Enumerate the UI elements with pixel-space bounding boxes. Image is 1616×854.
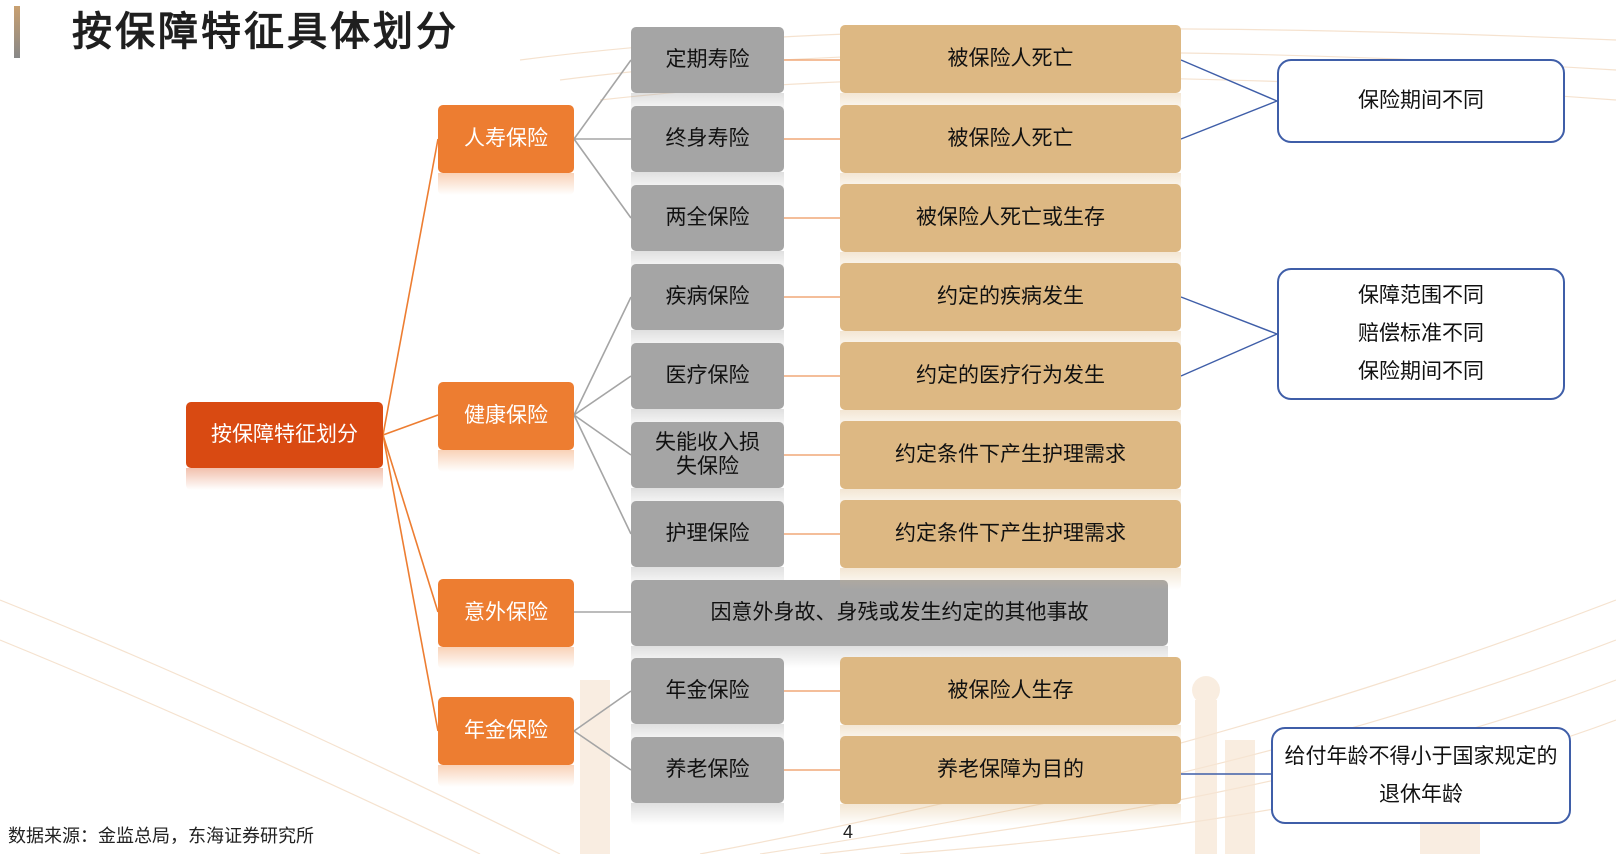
connector-root-health <box>382 414 439 436</box>
connector-annuity-annuity <box>573 690 632 732</box>
connector-health-care <box>573 414 632 535</box>
description-annuity: 被保险人生存 <box>840 657 1181 747</box>
root-label: 按保障特征划分 <box>211 423 358 446</box>
connector-health-medical <box>573 375 632 416</box>
product-long-term-care: 护理保险 <box>631 501 784 589</box>
product-disability-income: 失能收入损失保险 <box>631 422 784 510</box>
description-text: 养老保障为目的 <box>937 758 1084 781</box>
note-line: 保险期间不同 <box>1358 360 1484 383</box>
page-number: 4 <box>843 822 854 842</box>
connector-root-annuity <box>382 434 439 732</box>
description-text: 约定的医疗行为发生 <box>916 364 1105 387</box>
description-medical: 约定的医疗行为发生 <box>840 342 1181 432</box>
category-label: 意外保险 <box>464 601 548 624</box>
product-label: 定期寿险 <box>665 48 750 71</box>
connector-root-accident <box>382 434 439 613</box>
category-health-insurance: 健康保险 <box>438 382 574 472</box>
connector-note1-b <box>1180 100 1278 140</box>
product-label: 医疗保险 <box>665 364 750 387</box>
description-text: 约定条件下产生护理需求 <box>895 522 1126 545</box>
description-text: 被保险人生存 <box>947 679 1074 702</box>
product-pension: 养老保险 <box>631 737 784 825</box>
product-term-life: 定期寿险 <box>631 27 784 115</box>
product-annuity: 年金保险 <box>631 658 784 746</box>
product-disease: 疾病保险 <box>631 264 784 352</box>
connector-life-endowment <box>573 138 632 219</box>
note-line: 保障范围不同 <box>1358 284 1484 307</box>
note-line: 赔偿标准不同 <box>1358 322 1484 345</box>
note-health-differences: 保障范围不同 赔偿标准不同 保险期间不同 <box>1277 268 1565 400</box>
connector-life-term <box>573 59 632 140</box>
category-annuity-insurance: 年金保险 <box>438 697 574 787</box>
product-medical: 医疗保险 <box>631 343 784 431</box>
description-text: 被保险人死亡 <box>947 47 1074 70</box>
connector-health-disease <box>573 296 632 416</box>
title-accent-bar <box>14 6 20 58</box>
category-label: 健康保险 <box>464 404 548 427</box>
product-label: 终身寿险 <box>665 127 750 150</box>
note-line: 退休年龄 <box>1379 782 1463 806</box>
description-disease: 约定的疾病发生 <box>840 263 1181 353</box>
product-label: 护理保险 <box>665 522 750 545</box>
product-endowment: 两全保险 <box>631 185 784 273</box>
connector-note2-a <box>1180 296 1278 335</box>
description-disability-income: 约定条件下产生护理需求 <box>840 421 1181 511</box>
description-long-term-care: 约定条件下产生护理需求 <box>840 500 1181 590</box>
connector-annuity-pension <box>573 730 632 771</box>
product-label: 养老保险 <box>665 758 750 781</box>
note-line: 给付年龄不得小于国家规定的 <box>1284 744 1558 768</box>
note-line: 保险期间不同 <box>1358 89 1484 112</box>
root-node: 按保障特征划分 <box>186 402 383 490</box>
connector-note2-b <box>1180 333 1278 377</box>
category-label: 人寿保险 <box>464 127 548 150</box>
category-accident-insurance: 意外保险 <box>438 579 574 669</box>
product-label: 疾病保险 <box>665 285 750 308</box>
accident-description: 因意外身故、身残或发生约定的其他事故 <box>631 580 1168 668</box>
description-whole-life: 被保险人死亡 <box>840 105 1181 195</box>
description-pension: 养老保障为目的 <box>840 736 1181 826</box>
product-label: 失能收入损失保险 <box>655 431 760 478</box>
connector-health-disability <box>573 414 632 456</box>
product-label: 两全保险 <box>665 206 750 229</box>
description-endowment: 被保险人死亡或生存 <box>840 184 1181 274</box>
connector-note1-a <box>1180 59 1278 102</box>
note-term-difference: 保险期间不同 <box>1277 59 1565 143</box>
description-text: 约定条件下产生护理需求 <box>895 443 1126 466</box>
category-label: 年金保险 <box>464 719 548 742</box>
accident-description-text: 因意外身故、身残或发生约定的其他事故 <box>710 601 1089 624</box>
data-source: 数据来源：金监总局，东海证券研究所 <box>8 826 314 846</box>
description-text: 被保险人死亡或生存 <box>916 206 1105 229</box>
page-title: 按保障特征具体划分 <box>72 10 459 54</box>
connector-root-life <box>382 138 439 436</box>
product-label: 年金保险 <box>665 679 750 702</box>
product-whole-life: 终身寿险 <box>631 106 784 194</box>
description-term-life: 被保险人死亡 <box>840 25 1181 115</box>
description-text: 约定的疾病发生 <box>937 285 1084 308</box>
category-life-insurance: 人寿保险 <box>438 105 574 195</box>
description-text: 被保险人死亡 <box>947 127 1074 150</box>
note-pension-age: 给付年龄不得小于国家规定的 退休年龄 <box>1271 727 1571 824</box>
